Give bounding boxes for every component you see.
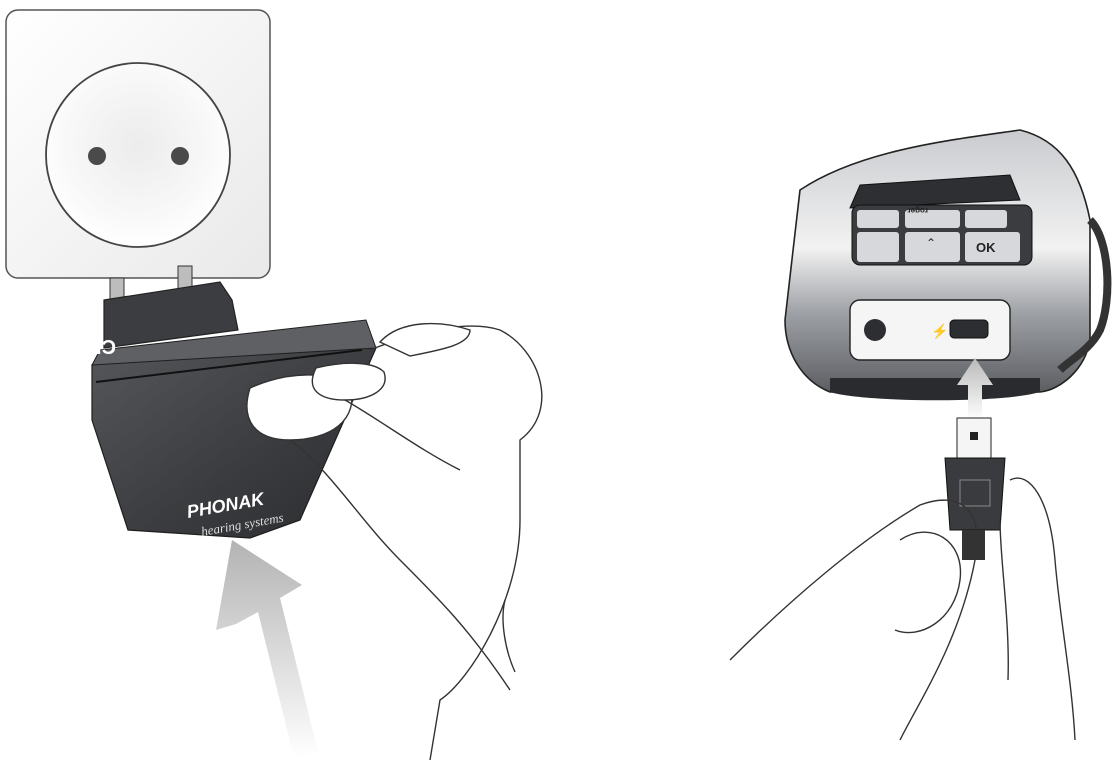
up-key-icon: ⌃ <box>926 236 936 250</box>
wall-socket-icon <box>6 10 270 278</box>
ok-key: OK <box>976 240 996 255</box>
usb-symbol: ⚡ <box>931 323 948 340</box>
device-logo: roger <box>908 206 928 215</box>
hand-icon <box>730 478 1075 740</box>
ce-mark: CE <box>88 335 116 357</box>
usb-cable-icon <box>945 418 1005 560</box>
roger-device-icon: roger OK ⌃ ⚡ <box>785 130 1107 400</box>
arrow-up-icon <box>216 540 318 758</box>
